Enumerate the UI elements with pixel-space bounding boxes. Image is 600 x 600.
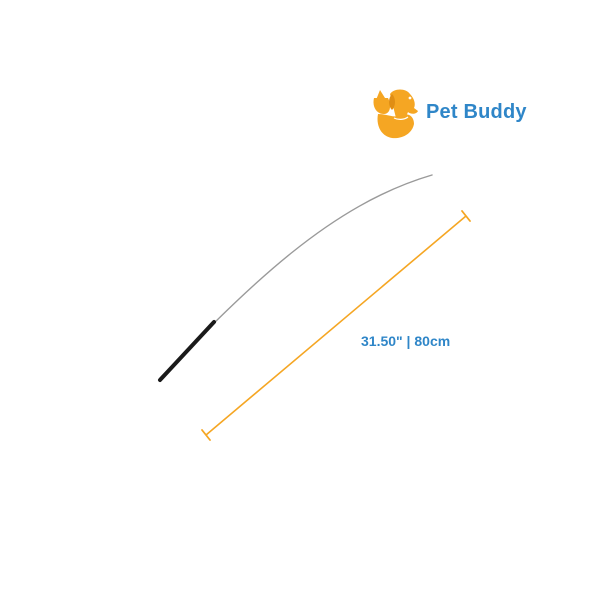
measurement-line (201, 210, 471, 441)
dog-cat-silhouette-icon (373, 89, 418, 139)
wand-handle (158, 320, 216, 382)
dimension-label: 31.50" | 80cm (361, 333, 451, 349)
brand-name: Pet Buddy (426, 100, 527, 123)
brand-header: Pet Buddy (370, 84, 527, 140)
measurement-end-cap-top (461, 210, 471, 222)
measurement-end-cap-bottom (201, 429, 211, 441)
